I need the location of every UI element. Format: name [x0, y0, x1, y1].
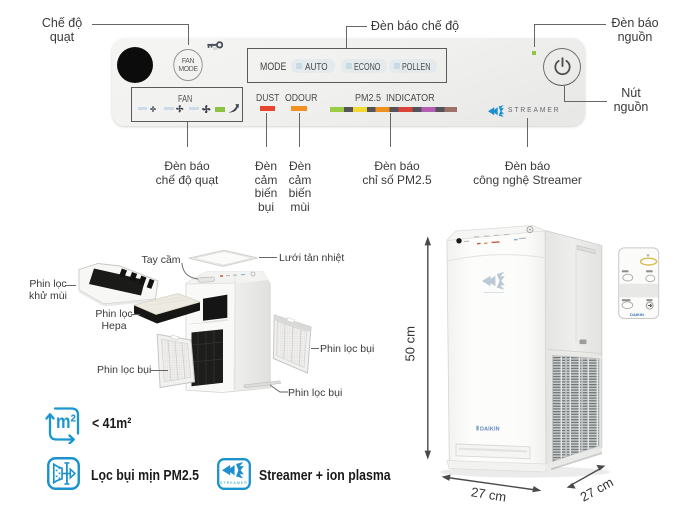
svg-text:DAIKIN: DAIKIN [630, 312, 644, 317]
svg-text:DAIKIN: DAIKIN [480, 427, 500, 433]
svg-text:STREAMER: STREAMER [220, 481, 248, 485]
